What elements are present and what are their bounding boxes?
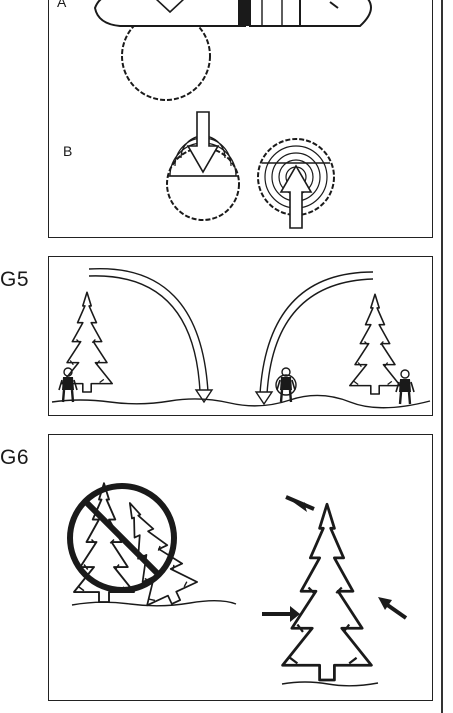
arrow-icon-up xyxy=(279,164,313,229)
falling-arc-arrow-right xyxy=(254,271,374,406)
ground-line xyxy=(281,681,379,687)
page-margin-rule xyxy=(441,0,443,713)
chainsaw-icon xyxy=(93,0,372,101)
figure-top-panel xyxy=(48,0,433,238)
sub-label-b: B xyxy=(63,143,73,159)
figure-g5-panel xyxy=(48,256,433,416)
worker-icon xyxy=(275,366,297,404)
figure-label-g5: G5 xyxy=(0,268,30,291)
arrow-icon-down xyxy=(186,111,220,174)
falling-arc-arrow-left xyxy=(88,267,214,404)
ground-line xyxy=(71,600,237,607)
arrow-icon xyxy=(262,606,300,622)
arrow-icon xyxy=(378,597,408,620)
prohibition-sign-icon xyxy=(67,483,177,593)
figure-label-g6: G6 xyxy=(0,446,30,469)
arrow-icon xyxy=(285,495,315,512)
figure-g6-panel xyxy=(48,434,433,701)
sub-label-a: A xyxy=(57,0,67,10)
ground-line xyxy=(51,394,431,409)
